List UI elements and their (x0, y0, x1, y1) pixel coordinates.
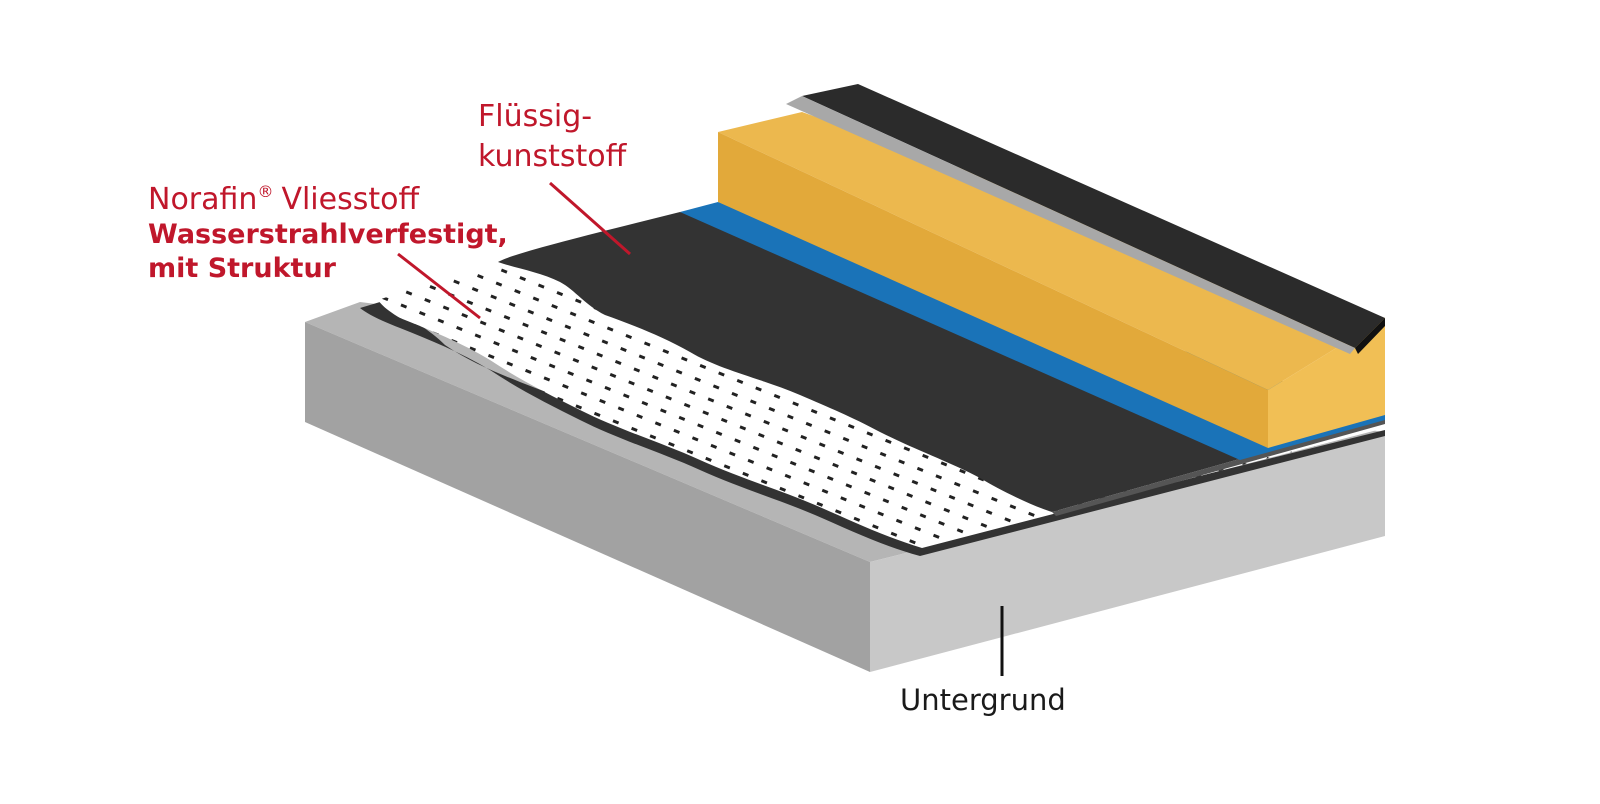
label-norafin-sub2: mit Struktur (148, 253, 336, 284)
label-norafin-sub1: Wasserstrahlverfestigt, (148, 219, 508, 250)
label-norafin-brand: Norafin (148, 182, 258, 217)
substrate-front-left (305, 322, 870, 672)
insulation-top (718, 112, 1385, 390)
label-fluessig-line1: Flüssig- (478, 99, 593, 134)
insulation-block (718, 112, 1385, 448)
substrate-front-right (870, 432, 1385, 672)
label-fluessigkunststoff: Flüssig- kunststoff (478, 97, 626, 177)
top-membrane-edge (786, 96, 1355, 354)
leader-line-norafin (397, 252, 481, 320)
label-norafin-title: Norafin® Vliesstoff (148, 174, 508, 218)
label-fluessig-line2: kunststoff (478, 139, 627, 174)
label-norafin-vliesstoff: Norafin® Vliesstoff Wasserstrahlverfestig… (148, 174, 508, 286)
insulation-front (718, 132, 1268, 448)
label-norafin-product: Vliesstoff (281, 182, 420, 217)
registered-mark: ® (257, 182, 274, 201)
liquid-plastic-layer (498, 212, 1385, 512)
top-membrane-strip (786, 84, 1385, 354)
label-untergrund: Untergrund (900, 683, 1066, 717)
leader-line-fluessig (549, 181, 631, 256)
insulation-side (1268, 318, 1385, 448)
top-membrane-side (1355, 318, 1385, 354)
top-membrane-surface (802, 84, 1385, 348)
